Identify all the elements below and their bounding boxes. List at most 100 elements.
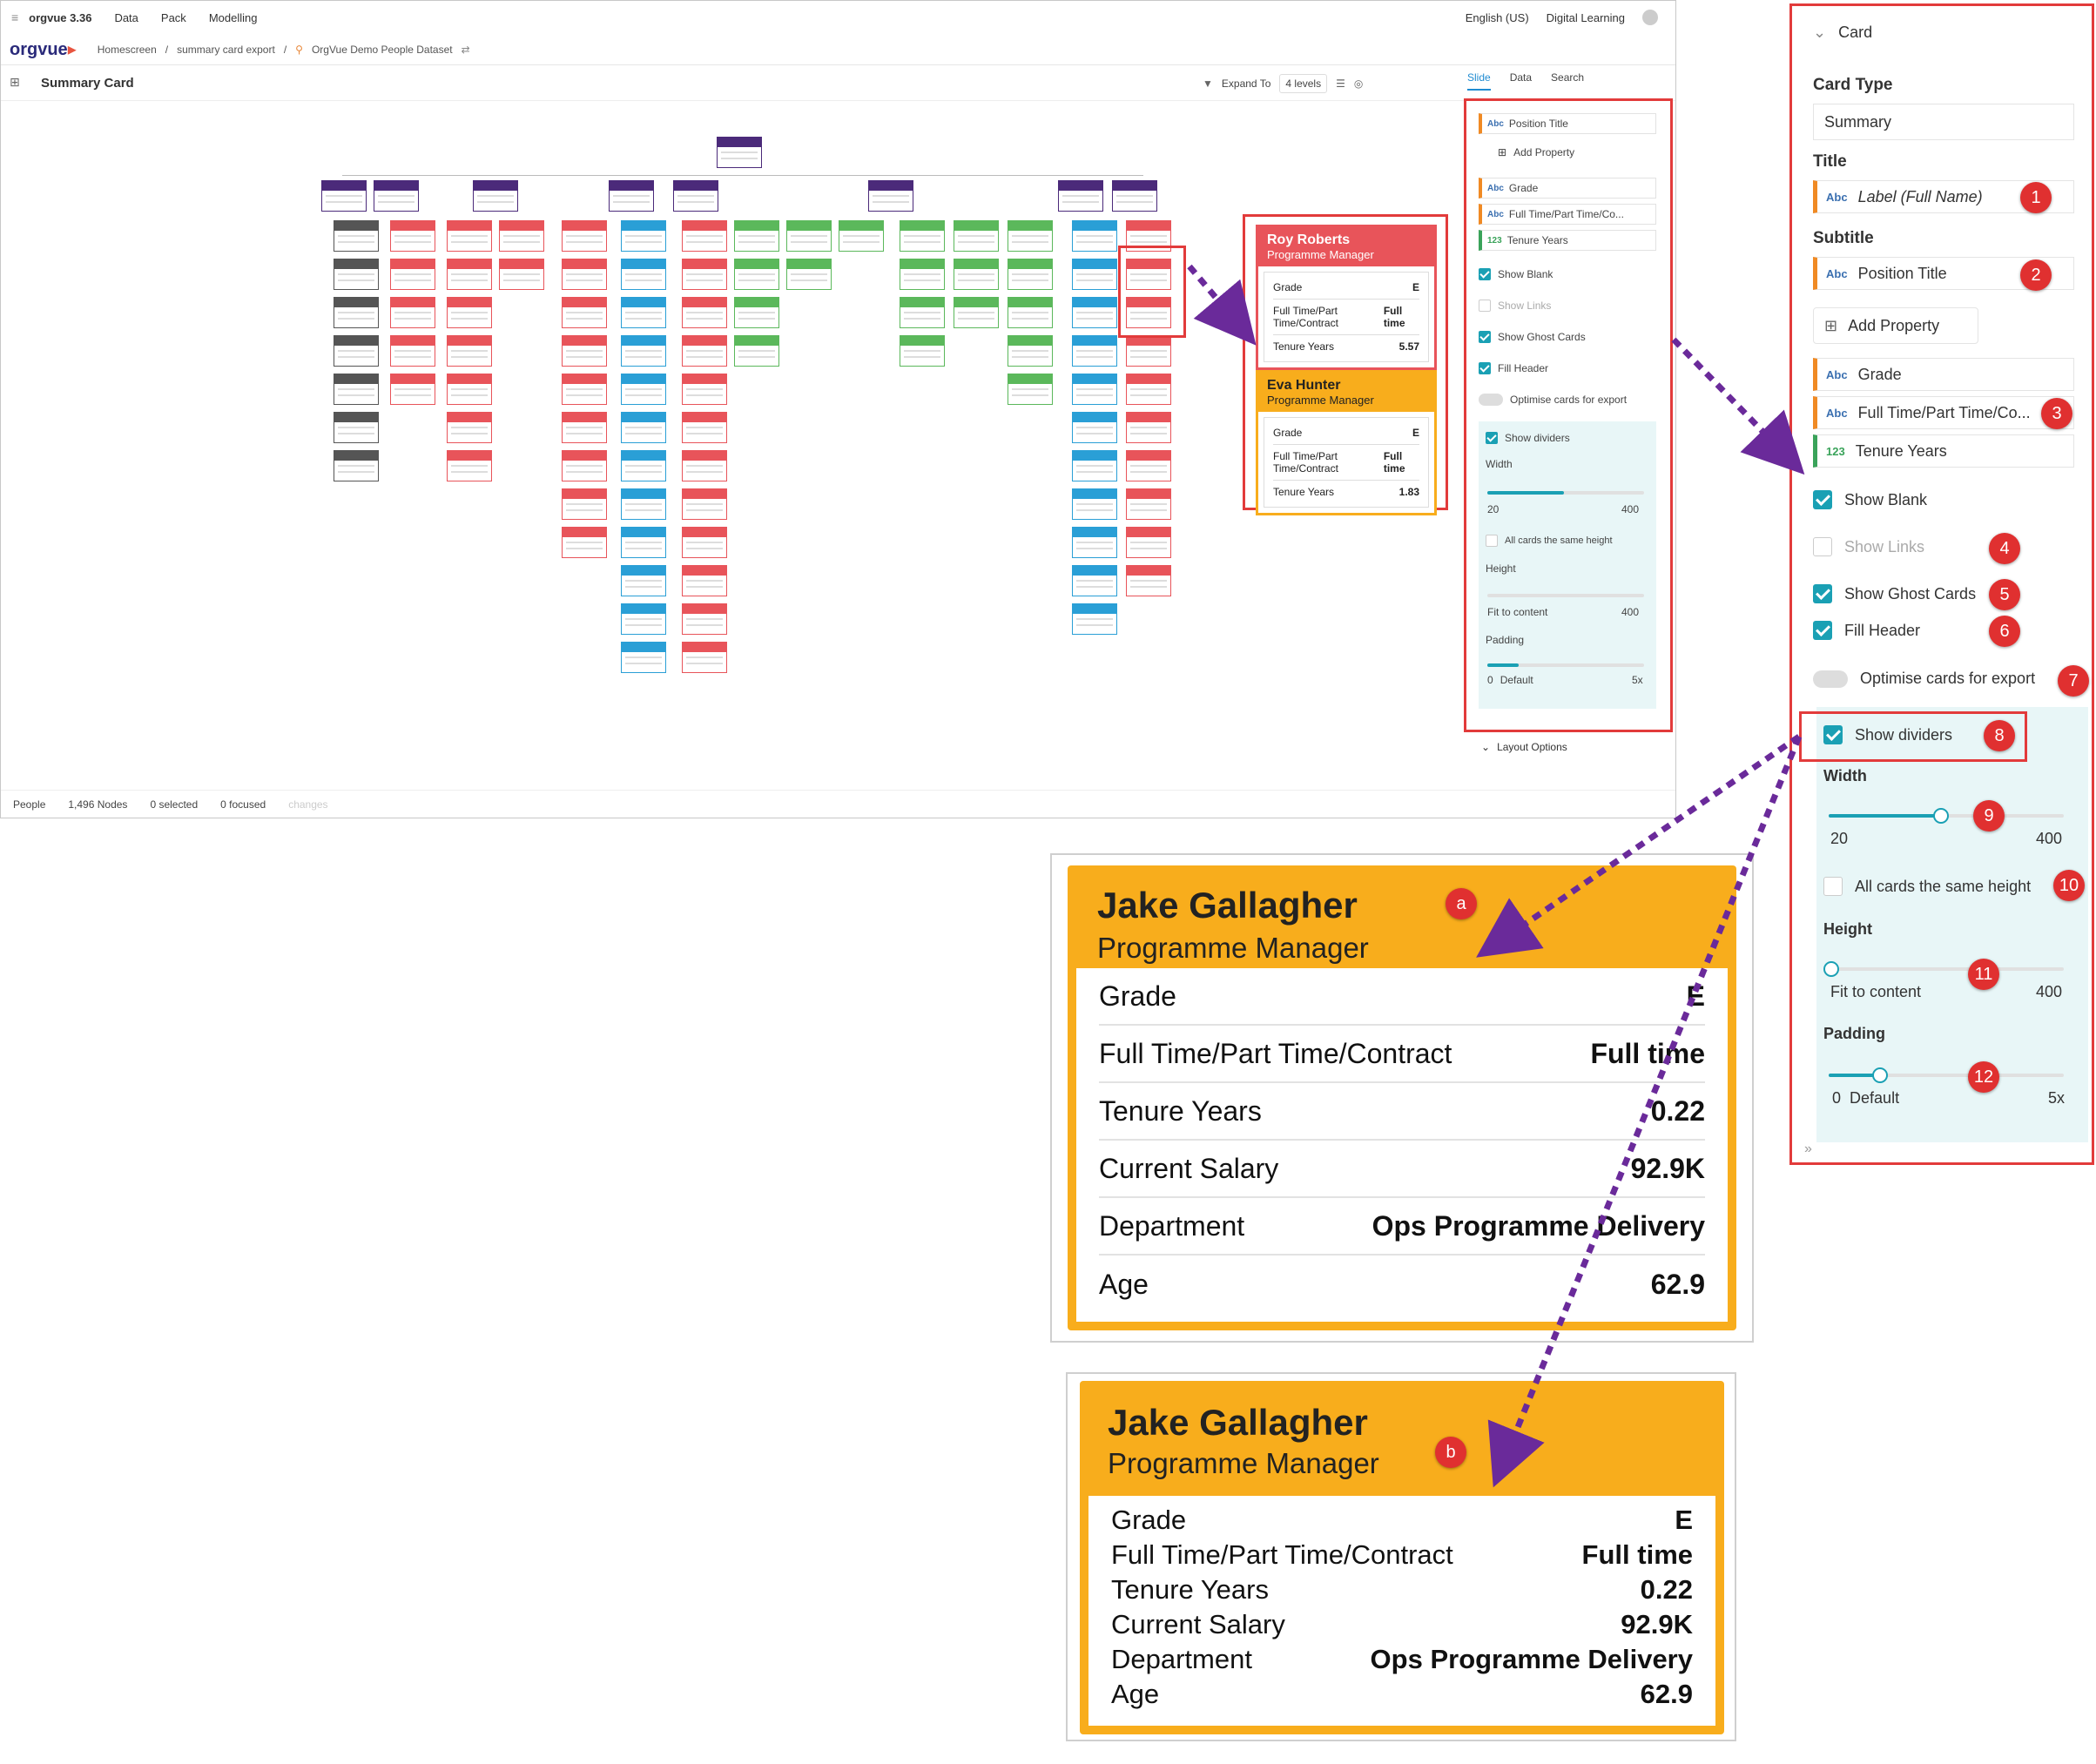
org-node[interactable] xyxy=(1008,297,1053,328)
org-node[interactable] xyxy=(1008,374,1053,405)
org-node[interactable] xyxy=(621,297,666,328)
org-node[interactable] xyxy=(621,527,666,558)
org-node[interactable] xyxy=(682,335,727,367)
org-node[interactable] xyxy=(473,180,518,212)
org-node[interactable] xyxy=(609,180,654,212)
orgvue-logo[interactable]: orgvue▸ xyxy=(10,40,77,59)
org-node[interactable] xyxy=(621,450,666,481)
org-node[interactable] xyxy=(621,565,666,596)
org-node[interactable] xyxy=(562,488,607,520)
org-node[interactable] xyxy=(562,527,607,558)
tab-data[interactable]: Data xyxy=(1509,71,1533,84)
org-node[interactable] xyxy=(1072,220,1117,252)
org-node[interactable] xyxy=(900,297,945,328)
org-node[interactable] xyxy=(390,259,435,290)
org-node[interactable] xyxy=(1126,450,1171,481)
org-node[interactable] xyxy=(717,137,762,168)
org-node[interactable] xyxy=(562,335,607,367)
org-node[interactable] xyxy=(900,220,945,252)
org-node[interactable] xyxy=(1126,335,1171,367)
org-node[interactable] xyxy=(1126,565,1171,596)
expand-select[interactable]: 4 levels xyxy=(1279,74,1328,93)
height-slider[interactable] xyxy=(1823,961,2064,977)
org-node[interactable] xyxy=(621,220,666,252)
org-node[interactable] xyxy=(954,259,999,290)
org-node[interactable] xyxy=(621,335,666,367)
org-node[interactable] xyxy=(334,297,379,328)
hamburger-icon[interactable]: ≡ xyxy=(11,10,19,24)
layout-options-toggle[interactable]: ⌄Layout Options xyxy=(1481,741,1567,753)
org-node[interactable] xyxy=(1072,603,1117,635)
org-node[interactable] xyxy=(682,488,727,520)
org-node[interactable] xyxy=(334,335,379,367)
card-type-select[interactable]: Summary xyxy=(1813,104,2074,140)
org-node[interactable] xyxy=(447,297,492,328)
list-icon[interactable]: ☰ xyxy=(1336,77,1345,90)
language-menu[interactable]: English (US) xyxy=(1465,10,1529,24)
org-node[interactable] xyxy=(900,259,945,290)
show-blank-small[interactable]: Show Blank xyxy=(1479,268,1553,280)
org-node[interactable] xyxy=(1008,335,1053,367)
org-node[interactable] xyxy=(786,259,832,290)
big-card-b[interactable]: Jake Gallagher Programme Manager b Grade… xyxy=(1080,1381,1724,1734)
org-node[interactable] xyxy=(1072,488,1117,520)
org-node[interactable] xyxy=(954,297,999,328)
org-node[interactable] xyxy=(682,565,727,596)
org-node[interactable] xyxy=(734,335,779,367)
breadcrumb-pack[interactable]: summary card export xyxy=(177,43,275,56)
org-node[interactable] xyxy=(562,450,607,481)
org-node[interactable] xyxy=(562,259,607,290)
org-node[interactable] xyxy=(621,259,666,290)
filter-icon[interactable]: ▼ xyxy=(1203,77,1213,90)
org-node[interactable] xyxy=(682,220,727,252)
org-node[interactable] xyxy=(447,220,492,252)
avatar[interactable] xyxy=(1642,10,1658,25)
org-node[interactable] xyxy=(1072,450,1117,481)
org-node[interactable] xyxy=(334,220,379,252)
org-node[interactable] xyxy=(499,220,544,252)
org-node[interactable] xyxy=(334,259,379,290)
org-node[interactable] xyxy=(1126,527,1171,558)
org-node[interactable] xyxy=(621,488,666,520)
org-node[interactable] xyxy=(1072,335,1117,367)
org-node[interactable] xyxy=(734,259,779,290)
org-node[interactable] xyxy=(1072,259,1117,290)
org-node[interactable] xyxy=(374,180,419,212)
padding-slider-small[interactable] xyxy=(1487,663,1644,667)
org-node[interactable] xyxy=(1126,374,1171,405)
org-node[interactable] xyxy=(562,412,607,443)
show-blank-checkbox[interactable]: Show Blank xyxy=(1813,490,1927,509)
org-node[interactable] xyxy=(390,220,435,252)
show-links-checkbox[interactable]: Show Links xyxy=(1813,537,1924,556)
org-node[interactable] xyxy=(562,374,607,405)
org-node[interactable] xyxy=(682,603,727,635)
tab-search[interactable]: Search xyxy=(1551,71,1585,84)
org-node[interactable] xyxy=(1126,259,1171,290)
big-card-a[interactable]: Jake Gallagher Programme Manager a Grade… xyxy=(1068,865,1736,1330)
collapse-panel-icon[interactable]: » xyxy=(1804,1141,1812,1156)
org-node[interactable] xyxy=(682,297,727,328)
org-node[interactable] xyxy=(562,220,607,252)
org-node[interactable] xyxy=(621,642,666,673)
org-node[interactable] xyxy=(682,374,727,405)
org-node[interactable] xyxy=(786,220,832,252)
org-node[interactable] xyxy=(499,259,544,290)
org-node[interactable] xyxy=(1072,297,1117,328)
org-node[interactable] xyxy=(447,374,492,405)
same-height-checkbox[interactable]: All cards the same height xyxy=(1823,877,2031,896)
org-chart-canvas[interactable] xyxy=(20,102,1457,790)
org-node[interactable] xyxy=(334,374,379,405)
add-view-icon[interactable]: ⊞ xyxy=(10,75,20,89)
org-node[interactable] xyxy=(1126,297,1171,328)
fill-header-checkbox[interactable]: Fill Header xyxy=(1813,621,1920,640)
org-node[interactable] xyxy=(447,412,492,443)
status-people[interactable]: People xyxy=(13,798,46,811)
